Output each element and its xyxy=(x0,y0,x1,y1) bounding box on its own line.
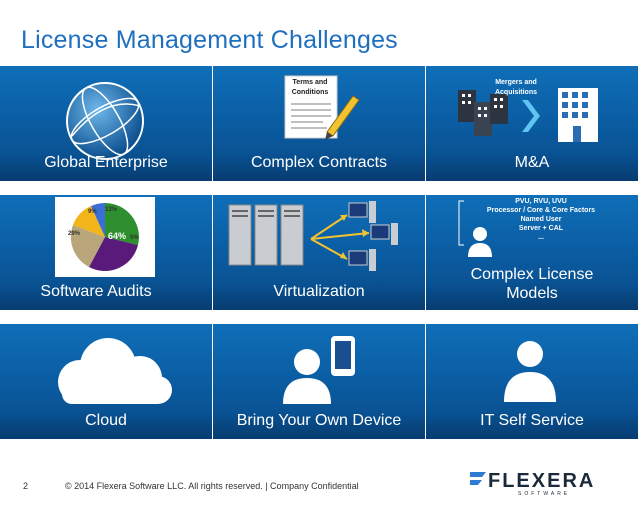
tile-label: Complex License Models xyxy=(426,265,638,303)
tile-label: Cloud xyxy=(85,412,127,429)
tile-label-line1: Complex License xyxy=(470,266,594,283)
user-icon xyxy=(504,341,556,402)
tile-label: IT Self Service xyxy=(480,412,584,429)
user-icon xyxy=(468,227,492,257)
tile-cloud: Cloud xyxy=(0,324,212,439)
tile-virtualization: Virtualization xyxy=(213,195,425,310)
tile-label: M&A xyxy=(514,154,550,171)
tile-complex-license-models: PVU, RVU, UVU Processor / Core & Core Fa… xyxy=(426,195,638,310)
pie-label-5: 5% xyxy=(130,235,139,241)
user-with-phone-icon xyxy=(283,336,355,404)
page-number: 2 xyxy=(23,481,29,491)
pie-main-label: 64% xyxy=(108,231,127,241)
license-type: ... xyxy=(538,234,544,241)
license-types-list: PVU, RVU, UVU Processor / Core & Core Fa… xyxy=(466,197,616,242)
pie-label-9: 9% xyxy=(88,209,97,215)
tile-global-enterprise: Global Enterprise xyxy=(0,66,212,181)
pie-label-29: 29% xyxy=(68,231,81,237)
tile-software-audits: 64% 29% 13% 9% 5% Software Audits xyxy=(0,195,212,310)
tile-complex-contracts: Terms and Conditions Complex Contracts xyxy=(213,66,425,181)
ma-caption-line2: Acquisitions xyxy=(494,89,537,96)
license-type: Named User xyxy=(520,216,562,223)
flexera-logo-mark-icon xyxy=(470,472,486,485)
ma-caption-line1: Mergers and xyxy=(495,79,537,86)
tile-label-line2: Models xyxy=(506,285,558,302)
tile-label: Bring Your Own Device xyxy=(236,412,402,429)
tile-label: Complex Contracts xyxy=(250,154,388,171)
tile-label: Virtualization xyxy=(273,283,365,300)
servers-virtualization-icon xyxy=(228,201,398,271)
logo-sub: SOFTWARE xyxy=(518,491,571,497)
footer-copyright: © 2014 Flexera Software LLC. All rights … xyxy=(65,481,359,491)
flexera-logo: FLEXERA SOFTWARE xyxy=(470,470,593,498)
pie-chart-icon xyxy=(55,197,155,277)
tile-label: Global Enterprise xyxy=(44,154,168,171)
contract-doc-title: Terms and Conditions xyxy=(285,78,335,98)
bracket-icon xyxy=(458,200,464,246)
tile-it-self-service: IT Self Service xyxy=(426,324,638,439)
license-type: PVU, RVU, UVU xyxy=(515,198,567,205)
tile-ma: Mergers and Acquisitions M&A xyxy=(426,66,638,181)
globe-icon xyxy=(66,82,144,160)
tile-label: Software Audits xyxy=(40,283,152,300)
tile-byod: Bring Your Own Device xyxy=(213,324,425,439)
cloud-icon xyxy=(58,338,172,404)
pie-label-13: 13% xyxy=(105,207,118,213)
merging-buildings-icon xyxy=(458,88,598,142)
contract-document-icon xyxy=(284,75,360,140)
license-type: Server + CAL xyxy=(518,225,564,232)
contract-doc-title-line2: Conditions xyxy=(291,89,329,96)
slide-title: License Management Challenges xyxy=(21,26,398,54)
license-type: Processor / Core & Core Factors xyxy=(486,207,596,214)
contract-doc-title-line1: Terms and xyxy=(292,79,328,86)
logo-word: FLEXERA xyxy=(488,470,596,492)
ma-caption: Mergers and Acquisitions xyxy=(484,78,548,98)
